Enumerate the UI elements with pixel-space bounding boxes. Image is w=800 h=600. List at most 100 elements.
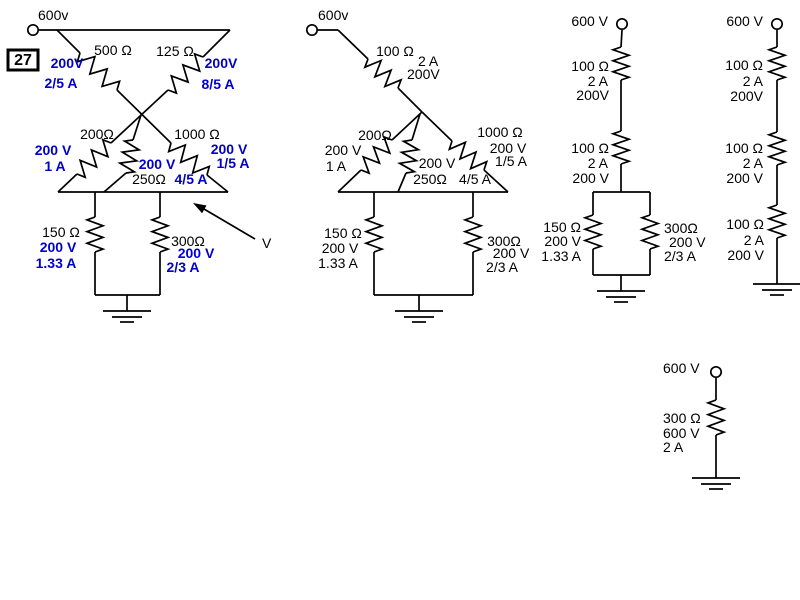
voltage-label: 200V [51,55,84,71]
resistance-label: 100 Ω [725,57,763,73]
voltage-label: 200 V [544,233,581,249]
voltage-label: 600 V [663,425,700,441]
resistance-label: 200Ω [80,126,114,142]
problem-number-box [6,48,40,72]
voltage-label: 200V [205,55,238,71]
current-label: 2 A [744,232,765,248]
voltage-label: 200 V [40,239,77,255]
current-label: 2 A [663,439,684,455]
voltage-label: 200 V [490,140,527,156]
arrow-icon [193,203,207,214]
wire [397,172,407,193]
resistor-symbol [766,204,788,239]
wire [337,169,362,193]
resistance-label: 150 Ω [324,225,362,241]
resistor-symbol [360,135,393,175]
resistance-label: 300Ω [664,220,698,236]
wire [391,111,423,141]
current-label: 2 A [743,73,764,89]
current-label: 8/5 A [202,76,235,92]
resistance-label: 150 Ω [543,219,581,235]
current-label: 1.33 A [541,248,581,264]
wire [337,29,369,60]
voltage-label: 200 V [322,240,359,256]
resistance-label: 200Ω [358,127,392,143]
resistor-symbol [363,58,403,89]
voltage-label: 200 V [325,142,362,158]
current-label: 2 A [588,155,609,171]
current-label: 2 A [588,73,609,89]
wire [411,113,421,141]
voltage-label: 200V [407,66,440,82]
resistance-label: 1000 Ω [174,126,220,142]
resistor-symbol [167,142,211,176]
voltage-label: 200 V [178,245,215,261]
schematic-geometry [26,17,800,490]
voltage-label: 200 V [669,234,706,250]
wire [620,29,623,48]
resistance-label: 100 Ω [571,140,609,156]
voltage-label: 200 V [211,141,248,157]
resistance-label: 300 Ω [663,410,701,426]
voltage-label: 200 V [727,247,764,263]
voltage-label: 200 V [139,156,176,172]
terminal-icon [26,23,40,37]
source-voltage-label: 600v [318,7,348,23]
current-label: 1.33 A [36,255,77,271]
resistor-symbol [397,139,421,174]
terminal-icon [615,17,629,31]
current-label: 1.33 A [318,255,358,271]
resistor-symbol [117,139,142,174]
resistor-symbol [610,130,632,165]
voltage-label: 200 V [572,170,609,186]
voltage-label: 200 V [419,155,456,171]
wire [103,172,127,193]
voltage-label: 200 V [493,245,530,261]
wire [206,174,229,193]
wire [421,111,453,142]
source-voltage-label: 600 V [663,360,700,376]
wire [132,114,142,141]
terminal-icon [709,365,723,379]
current-label: 2 A [418,53,439,69]
current-label: 4/5 A [459,171,492,187]
source-voltage-label: 600v [38,7,68,23]
wire [203,208,256,240]
current-label: 2/3 A [167,259,200,275]
wire [57,173,78,193]
resistor-symbol [462,216,484,253]
source-voltage-label: 600 V [571,13,608,29]
voltage-label: 200V [730,88,763,104]
resistance-label: 100 Ω [725,140,763,156]
resistor-symbol [639,214,661,250]
current-label: 2/3 A [486,259,519,275]
resistor-symbol [167,52,204,95]
resistor-symbol [610,46,632,81]
wire [202,29,231,58]
resistor-symbol [766,131,788,166]
resistor-symbol [76,52,121,91]
wire [116,89,172,144]
resistor-symbol [363,216,385,253]
resistance-label: 500 Ω [94,42,132,58]
problem-number: 27 [14,52,32,69]
wire [110,89,169,144]
wire [397,87,423,113]
resistor-symbol [582,214,604,250]
terminal-icon [305,23,319,37]
resistance-label: 100 Ω [571,58,609,74]
current-label: 2/5 A [45,75,78,91]
voltage-label: 200 V [35,142,72,158]
resistance-label: 100 Ω [726,216,764,232]
resistor-symbol [84,216,106,253]
resistor-symbol [76,138,112,179]
current-label: 2/3 A [664,248,697,264]
voltage-label: 200 V [726,170,763,186]
wire [483,169,509,193]
current-label: 2 A [743,155,764,171]
current-label: 1/5 A [495,153,528,169]
resistance-label: 250Ω [413,171,447,187]
current-label: 4/5 A [175,171,208,187]
resistance-label: 250Ω [132,171,166,187]
